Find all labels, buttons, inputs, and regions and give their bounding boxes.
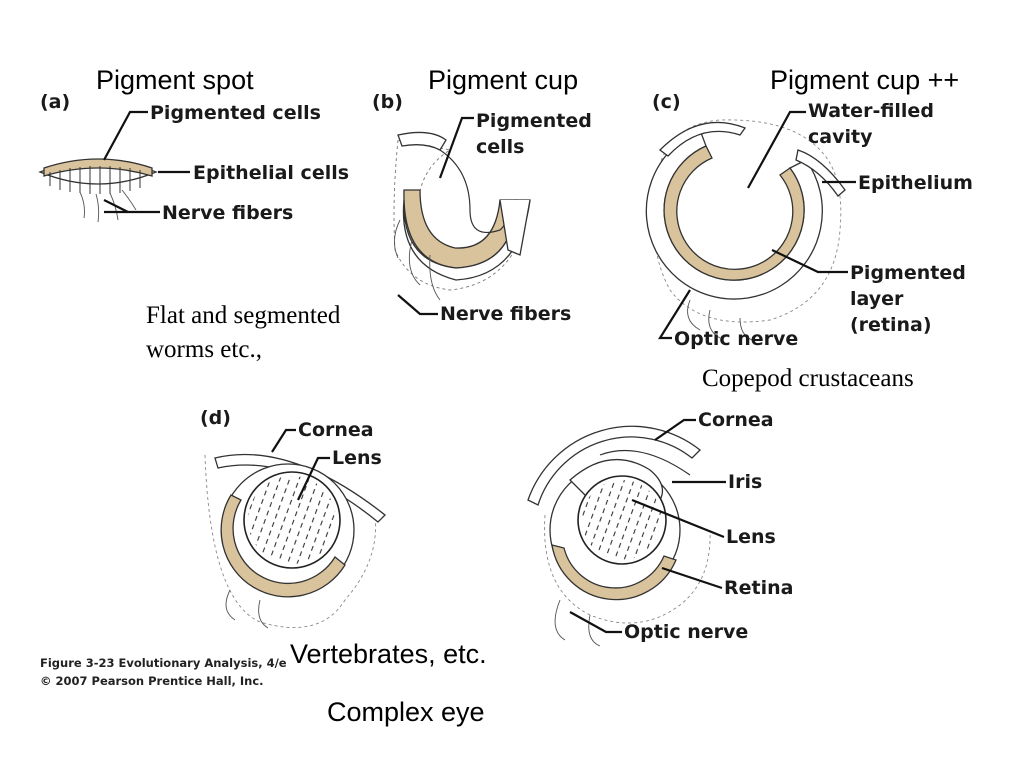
label-cavity: cavity <box>808 126 873 148</box>
caption-flat-worms-line2: worms etc., <box>146 336 262 363</box>
panel-b: (b) Pigmented cells Nerve fibers <box>372 91 592 325</box>
caption-flat-worms-line1: Flat and segmented <box>146 302 341 329</box>
complex-eye-illustration <box>527 425 711 647</box>
panel-a-letter: (a) <box>40 91 70 113</box>
credit-line2: © 2007 Pearson Prentice Hall, Inc. <box>40 674 264 688</box>
label-epithelium: Epithelium <box>858 172 973 194</box>
caption-copepod: Copepod crustaceans <box>702 365 914 392</box>
label-lens-e: Lens <box>726 526 776 548</box>
panel-e: Cornea Iris Lens Retina Optic nerve <box>527 409 793 647</box>
label-cornea-e: Cornea <box>698 409 774 431</box>
label-water-filled: Water-filled <box>808 100 934 122</box>
panel-b-letter: (b) <box>372 91 403 113</box>
label-pigmented-c: Pigmented <box>850 262 966 284</box>
heading-pigment-cup-plus: Pigment cup ++ <box>770 65 959 95</box>
panel-c: (c) Water-filled cavity Epithelium Pigme… <box>645 91 973 350</box>
label-cells-b: cells <box>476 136 524 158</box>
credit-line1: Figure 3-23 Evolutionary Analysis, 4/e <box>40 656 287 670</box>
label-pigmented-cells: Pigmented cells <box>150 102 321 124</box>
panel-a: (a) Pigmented cells Epithelial cells Ner… <box>38 91 349 224</box>
label-pigmented-b: Pigmented <box>476 110 592 132</box>
label-iris: Iris <box>728 471 762 493</box>
panel-d: (d) Cornea Lens <box>200 407 386 629</box>
pigment-cup-plus-illustration <box>645 119 846 341</box>
label-optic-nerve-e: Optic nerve <box>624 621 748 643</box>
caption-vertebrates: Vertebrates, etc. <box>290 639 487 669</box>
label-retina-e: Retina <box>724 577 793 599</box>
heading-pigment-cup: Pigment cup <box>428 65 578 95</box>
caption-complex-eye: Complex eye <box>327 697 485 727</box>
label-cornea-d: Cornea <box>298 419 374 441</box>
label-nerve-fibers-a: Nerve fibers <box>162 202 293 224</box>
label-optic-nerve-c: Optic nerve <box>674 328 798 350</box>
label-layer-c: layer <box>850 288 904 310</box>
label-lens-d: Lens <box>332 447 382 469</box>
pigment-cup-illustration <box>393 131 531 301</box>
label-retina-c: (retina) <box>850 314 932 336</box>
heading-pigment-spot: Pigment spot <box>96 65 254 95</box>
pigment-spot-illustration <box>38 158 158 223</box>
label-nerve-fibers-b: Nerve fibers <box>440 303 571 325</box>
panel-d-letter: (d) <box>200 407 231 429</box>
label-epithelial-cells: Epithelial cells <box>193 162 349 184</box>
lens-eye-illustration <box>204 453 386 629</box>
panel-c-letter: (c) <box>652 91 681 113</box>
